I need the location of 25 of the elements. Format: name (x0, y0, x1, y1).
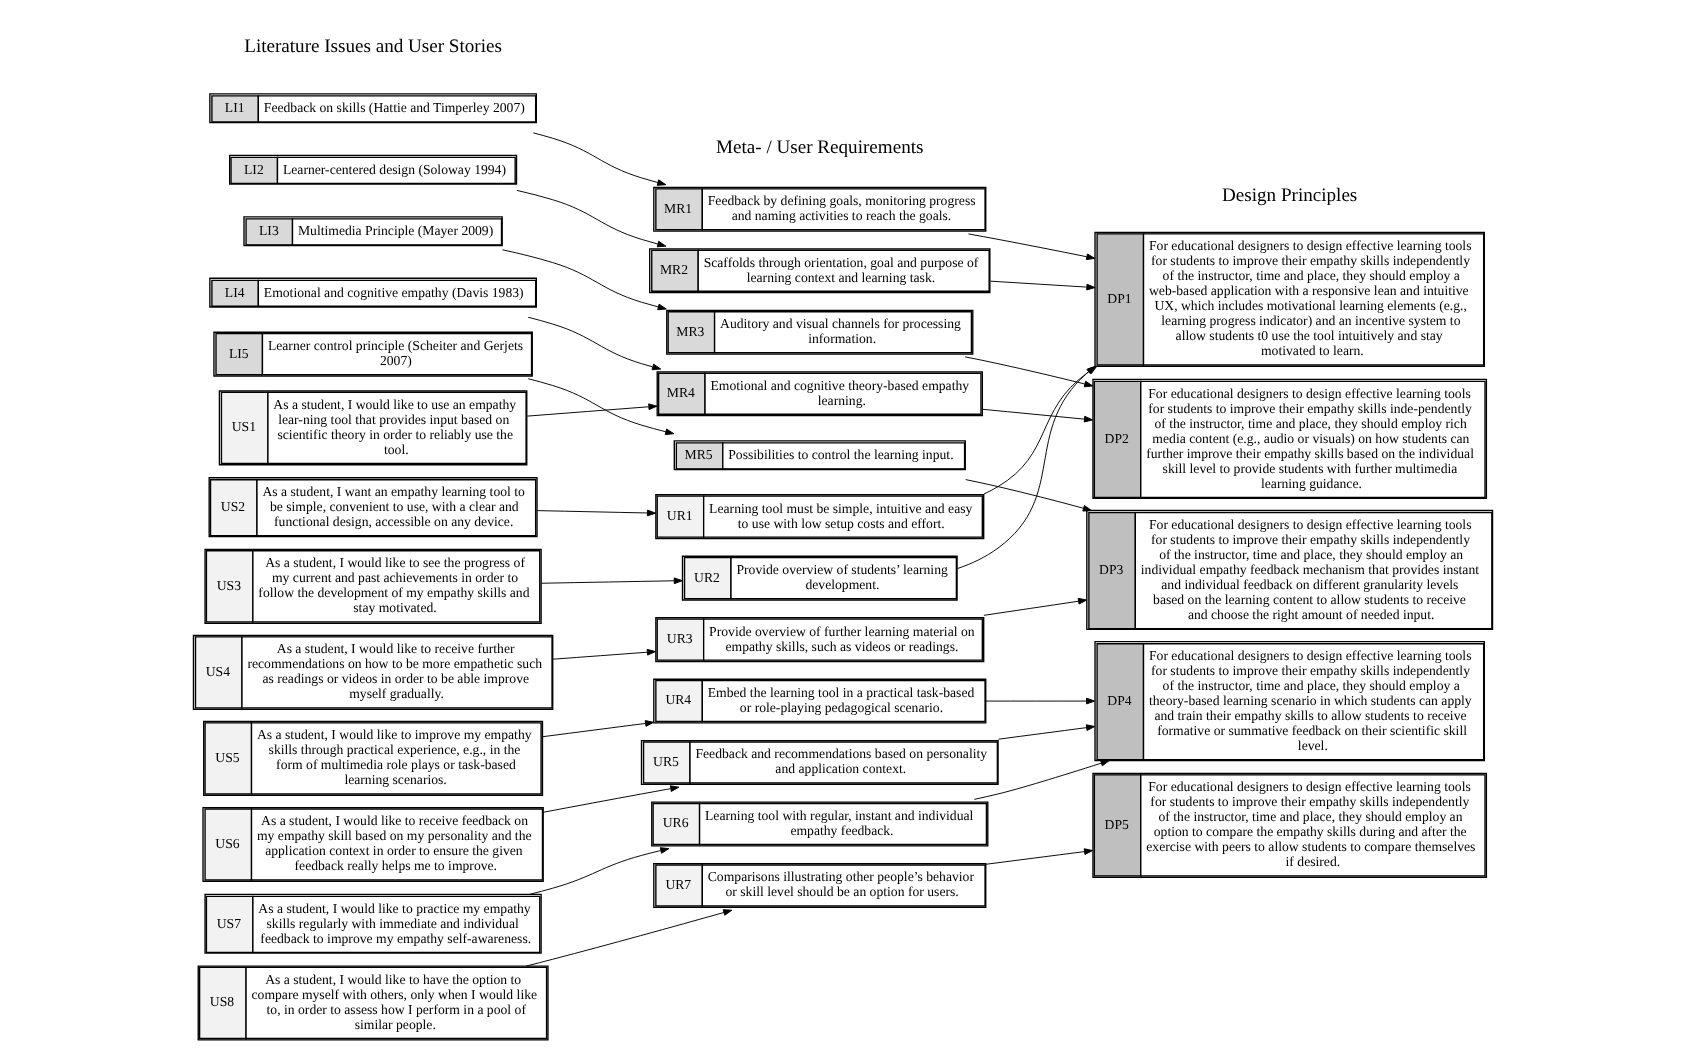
arrow (535, 509, 656, 517)
arrow (541, 720, 654, 738)
label: Design Principles (1221, 184, 1357, 207)
label: Literature Issues and User Stories (243, 35, 501, 58)
arrow (996, 724, 1095, 740)
arrow (526, 378, 674, 436)
arrow (525, 403, 657, 417)
arrow (528, 847, 669, 895)
label: Meta- / User Requirements (715, 136, 923, 159)
arrow (972, 759, 1109, 800)
arrow (540, 577, 682, 585)
arrow (500, 249, 666, 311)
arrow (515, 189, 666, 248)
arrow (524, 909, 732, 967)
arrow (964, 479, 1091, 512)
arrow (984, 697, 1095, 705)
arrow (981, 408, 1093, 423)
arrow (531, 132, 666, 186)
arrow (984, 848, 1093, 865)
arrow (551, 648, 655, 660)
arrow (989, 280, 1095, 291)
arrow (963, 356, 1093, 388)
arrow (982, 597, 1087, 616)
arrow (541, 785, 679, 813)
arrow (966, 233, 1095, 261)
